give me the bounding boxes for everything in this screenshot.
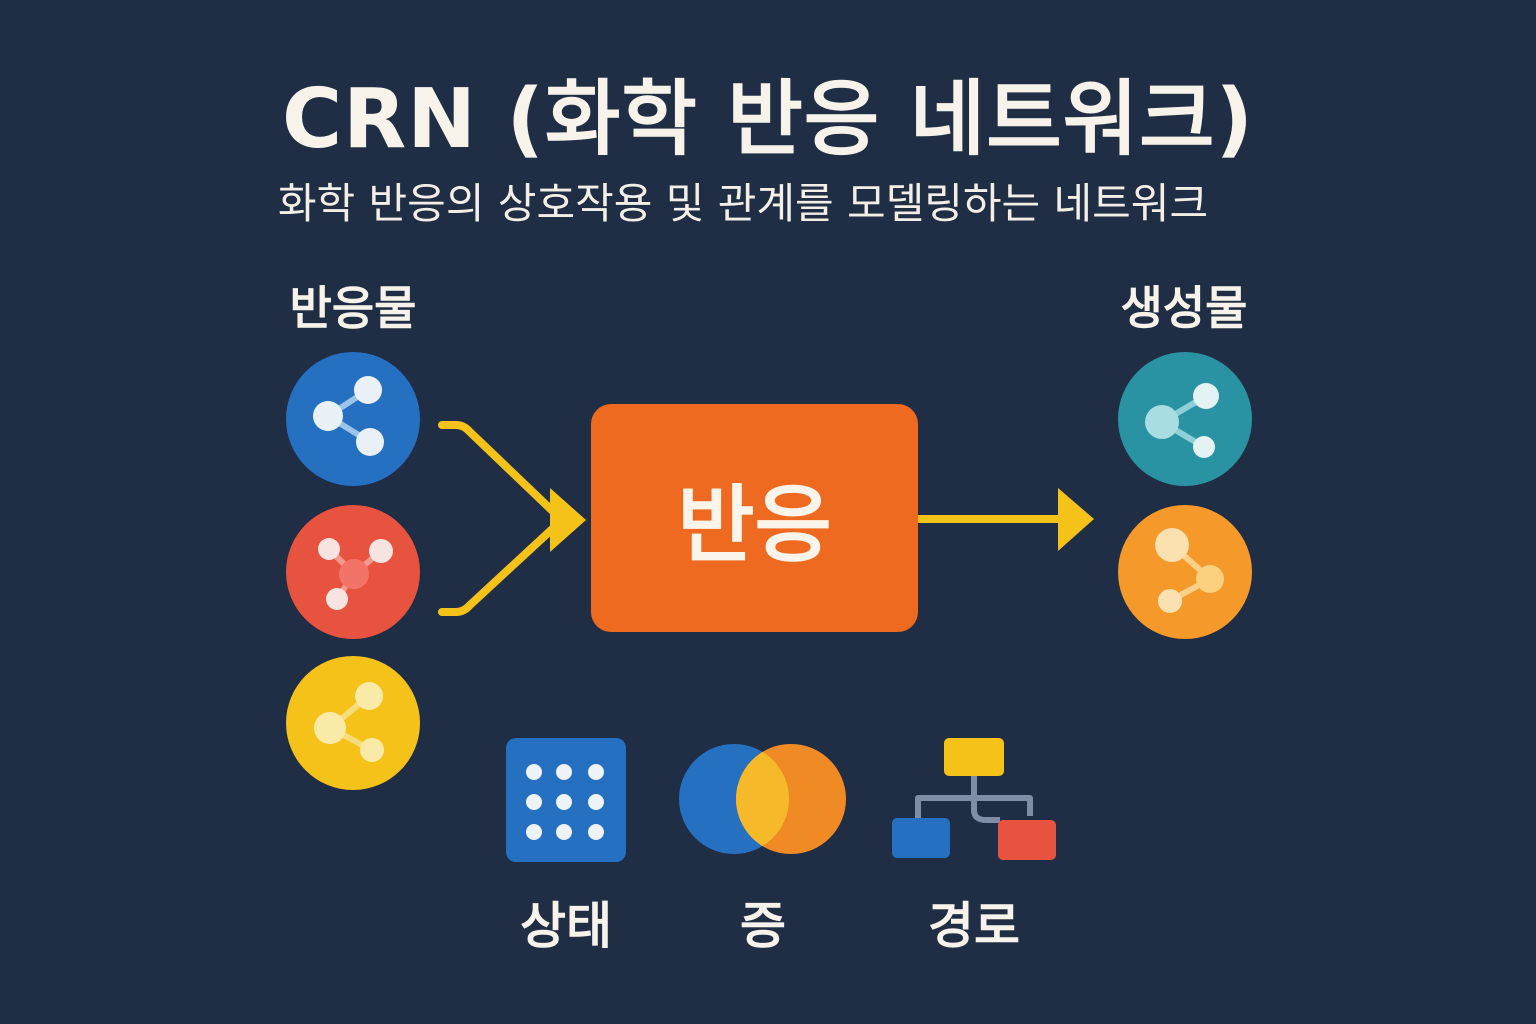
legend-label-multiplicity: 증 [740,897,786,955]
tree-flow-icon [890,738,1058,862]
overlapping-circles-icon [676,742,850,856]
molecule-icon [1155,528,1224,613]
product-molecule-orange [1118,505,1252,639]
products-label: 생성물 [1120,281,1248,335]
reactant-molecule-blue [286,352,420,486]
page-subtitle: 화학 반응의 상호작용 및 관계를 모델링하는 네트워크 [277,179,1209,228]
reactant-molecule-yellow [286,656,420,790]
molecule-icon [1145,383,1219,458]
reactant-arrow-top [438,421,566,524]
legend-label-state: 상태 [520,897,612,955]
molecule-icon [314,682,384,762]
reaction-label: 반응 [677,475,832,574]
page-title: CRN (화학 반응 네트워크) [281,72,1255,167]
product-molecule-teal [1118,352,1252,486]
legend-label-path: 경로 [928,897,1020,955]
reactant-arrowhead [550,488,586,552]
molecule-icon [318,538,393,610]
reactant-arrow-bottom [438,516,566,616]
molecule-icon [313,376,384,456]
product-arrowhead [1058,488,1094,551]
reactants-label: 반응물 [289,281,417,335]
reaction-box: 반응 [591,404,918,632]
reactant-molecule-red [286,505,420,639]
grid-dots-icon [506,738,626,862]
